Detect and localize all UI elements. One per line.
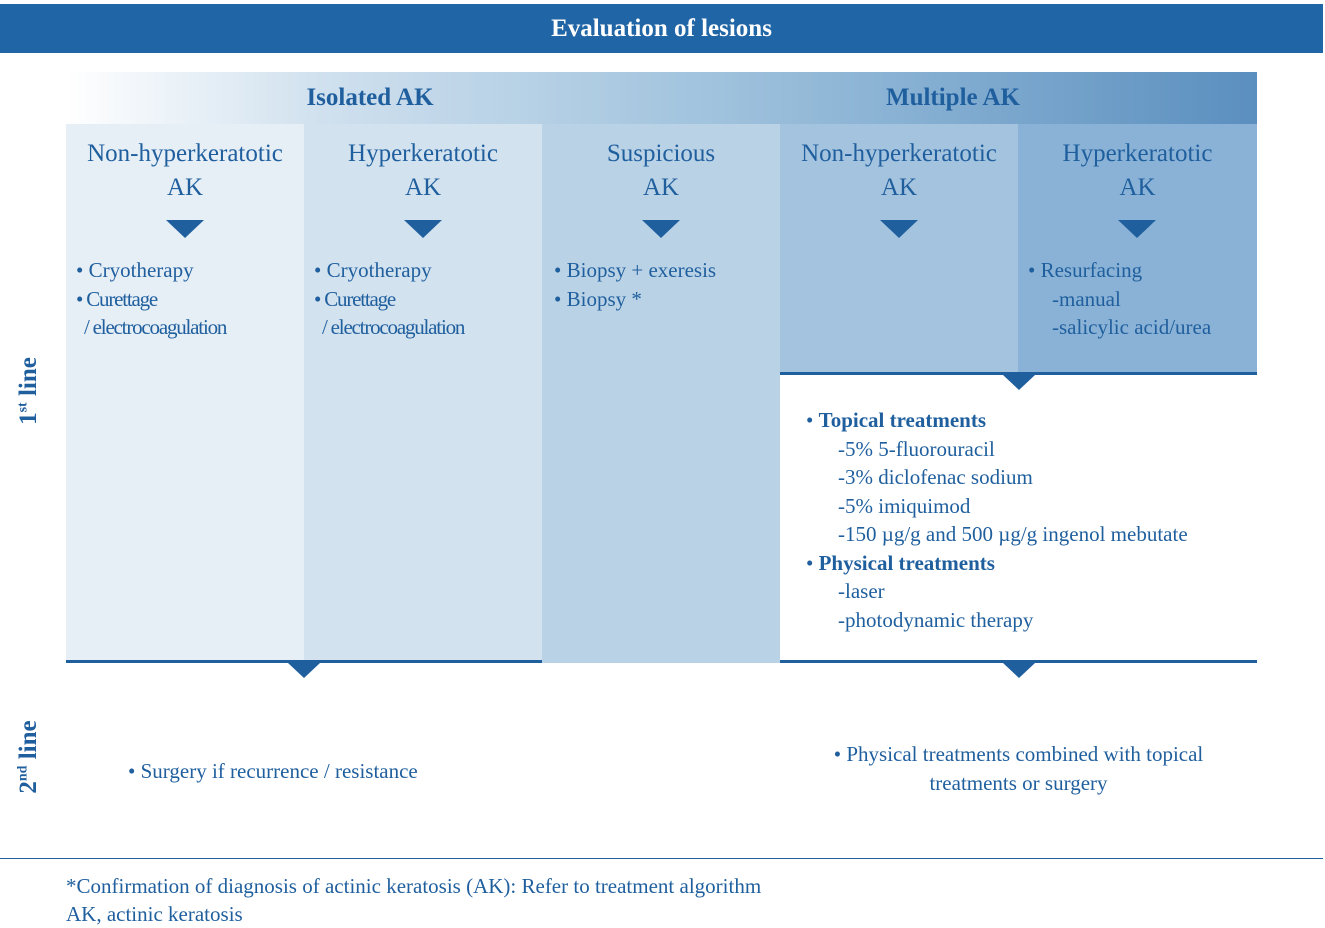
column-header-line: AK <box>404 174 442 201</box>
column-bg-multiple-hyper <box>1018 124 1257 373</box>
second-line-label: 2nd line <box>15 720 42 794</box>
list-item: • Surgery if recurrence / resistance <box>128 759 418 783</box>
list-item: / electrocoagulation <box>84 315 227 339</box>
column-header-suspicious: Suspicious AK <box>542 137 780 205</box>
column-header-line: AK <box>166 174 204 201</box>
physical-heading: Physical treatments <box>818 550 995 575</box>
title-bar: Evaluation of lesions <box>0 4 1323 53</box>
treatment-list-multiple-hyper: • Resurfacing -manual -salicylic acid/ur… <box>1028 256 1211 342</box>
second-line-multiple: • Physical treatments combined with topi… <box>780 740 1257 797</box>
column-header-line: Suspicious <box>606 140 716 167</box>
column-header-line: Non-hyperkeratotic <box>801 140 997 167</box>
arrow-down-icon <box>1003 663 1035 678</box>
column-header-isolated-hyper: Hyperkeratotic AK <box>304 137 542 205</box>
column-header-multiple-nonhyper: Non-hyperkeratotic AK <box>780 137 1018 205</box>
footer-rule <box>0 858 1323 859</box>
treatment-list-isolated-nonhyper: • Cryotherapy • Curettage / electrocoagu… <box>76 256 227 342</box>
diagram-title: Evaluation of lesions <box>551 14 772 42</box>
column-bg-isolated-hyper <box>304 124 542 661</box>
list-item: • Resurfacing <box>1028 258 1143 282</box>
multiple-first-line-divider <box>780 660 1257 663</box>
footnote: AK, actinic keratosis <box>66 902 243 926</box>
arrow-down-icon <box>288 663 320 678</box>
list-item: • Physical treatments combined with topi… <box>833 742 1204 766</box>
column-header-isolated-nonhyper: Non-hyperkeratotic AK <box>66 137 304 205</box>
list-item: • Curettage <box>76 286 158 311</box>
list-item: • Topical treatments <box>806 408 987 432</box>
list-item: treatments or surgery <box>929 770 1108 795</box>
list-item: • Curettage <box>314 286 396 311</box>
list-item: • Cryotherapy <box>314 258 432 282</box>
column-header-multiple-hyper: Hyperkeratotic AK <box>1018 137 1257 205</box>
group-multiple-ak: Multiple AK <box>885 84 1021 111</box>
footnotes: *Confirmation of diagnosis of actinic ke… <box>66 872 761 928</box>
list-item: -photodynamic therapy <box>838 607 1034 632</box>
column-bg-suspicious <box>542 124 780 663</box>
list-item: / electrocoagulation <box>322 315 465 339</box>
treatment-list-suspicious: • Biopsy + exeresis • Biopsy * <box>554 256 716 313</box>
multiple-ak-treatments: • Topical treatments -5% 5-fluorouracil … <box>806 406 1188 634</box>
arrow-down-icon <box>1118 220 1156 238</box>
second-line-isolated: • Surgery if recurrence / resistance <box>128 757 418 786</box>
arrow-down-icon <box>166 220 204 238</box>
column-header-line: AK <box>880 174 918 201</box>
list-item: -laser <box>838 579 885 603</box>
multiple-ak-divider <box>780 372 1257 375</box>
arrow-down-icon <box>404 220 442 238</box>
group-header-bar <box>66 72 1257 124</box>
column-header-line: AK <box>1119 174 1156 201</box>
arrow-down-icon <box>1003 375 1035 390</box>
list-item: -manual <box>1052 286 1121 311</box>
list-item: -3% diclofenac sodium <box>838 465 1033 489</box>
list-item: • Biopsy * <box>554 286 642 311</box>
column-bg-multiple-nonhyper <box>780 124 1018 373</box>
footnote: *Confirmation of diagnosis of actinic ke… <box>66 874 762 898</box>
list-item: -salicylic acid/urea <box>1052 315 1212 339</box>
arrow-down-icon <box>880 220 918 238</box>
list-item: • Biopsy + exeresis <box>554 258 717 282</box>
treatment-list-isolated-hyper: • Cryotherapy • Curettage / electrocoagu… <box>314 256 465 342</box>
arrow-down-icon <box>642 220 680 238</box>
column-bg-isolated-nonhyper <box>66 124 304 661</box>
column-header-line: Hyperkeratotic <box>1062 140 1213 167</box>
list-item: • Cryotherapy <box>76 258 194 282</box>
list-item: -5% 5-fluorouracil <box>838 436 995 461</box>
list-item: • Physical treatments <box>806 550 995 575</box>
first-line-label: 1st line <box>15 357 42 425</box>
column-header-line: Hyperkeratotic <box>348 140 498 167</box>
group-isolated-ak: Isolated AK <box>306 84 434 111</box>
topical-heading: Topical treatments <box>818 408 987 432</box>
list-item: -150 µg/g and 500 µg/g ingenol mebutate <box>838 522 1188 546</box>
list-item: -5% imiquimod <box>838 493 971 518</box>
column-header-line: AK <box>642 174 680 201</box>
isolated-first-line-divider <box>66 660 542 663</box>
column-header-line: Non-hyperkeratotic <box>87 140 283 167</box>
